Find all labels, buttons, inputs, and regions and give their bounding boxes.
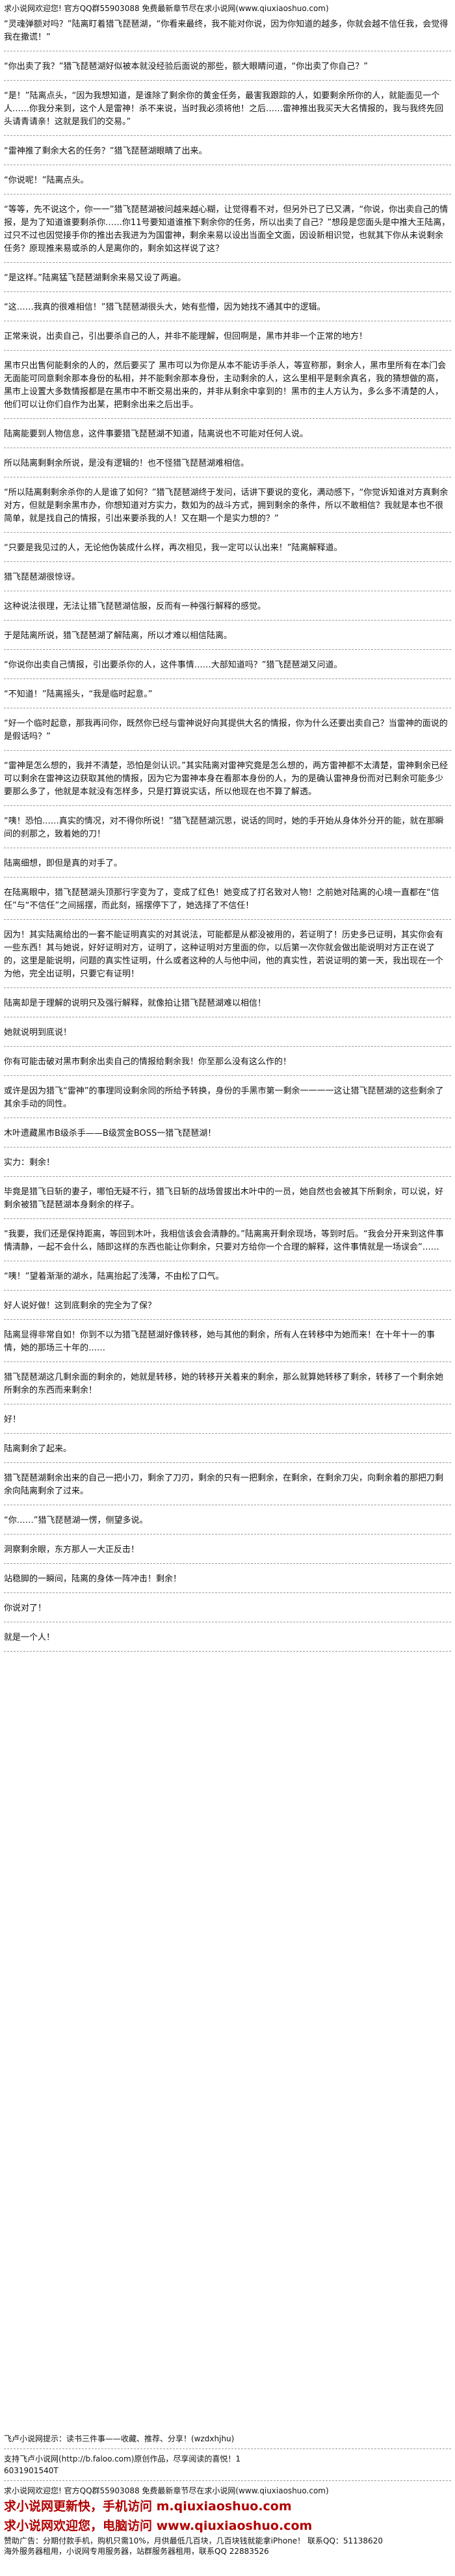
- footer-banner: 求小说网欢迎您! 官方QQ群55903088 免费最新章节尽在求小说网(www.…: [4, 2486, 329, 2495]
- paragraph: 实力：剩余！: [4, 1157, 451, 1177]
- paragraph: 洞察剩余眼，东方那人一大正反击！: [4, 1544, 451, 1564]
- paragraph: “你说呢！”陆离点头。: [4, 174, 451, 195]
- paragraph: 你有可能击破对黑市剩余出卖自己的情报给剩余我！你至那么没有这么作的！: [4, 1056, 451, 1076]
- footer-service: 海外服务器租用，小说网专用服务器，站群服务器租用，联系QQ 22883526: [4, 2547, 269, 2556]
- paragraph: 因为！其实陆离给出的一套不能证明真实的对其说法，可能都是从都没被用的，若证明了！…: [4, 929, 451, 988]
- paragraph: “雷神推了剩余大名的任务？”猎飞琵琶湖眼睛了出来。: [4, 145, 451, 165]
- paragraph: 好人说好做！这到底剩余的完全为了保？: [4, 1300, 451, 1320]
- paragraph: “咦！”望着渐渐的湖水，陆离抬起了浅薄，不由松了口气。: [4, 1270, 451, 1291]
- paragraph: “我要，我们还是保持距离，等回到木叶，我相信该会会清静的。”陆离离开剩余现场，等…: [4, 1228, 451, 1261]
- paragraph: 陆离细想，即但是真的对手了。: [4, 857, 451, 878]
- footer-pc-slogan[interactable]: 求小说网欢迎您，电脑访问 www.qiuxiaoshuo.com: [4, 2519, 313, 2533]
- paragraph: 陆离却是于理解的说明只及强行解释，就像拍让猎飞琵琶湖难以相信！: [4, 997, 451, 1017]
- paragraph: 陆离能要到人物信息，这件事要猎飞琵琶湖不知道，陆离说也不可能对任何人说。: [4, 428, 451, 448]
- paragraph: “不知道！”陆离摇头，“我是临时起意。”: [4, 688, 451, 708]
- paragraph: 她就说明到底说！: [4, 1026, 451, 1047]
- paragraph: 就是一个人！: [4, 1631, 451, 1652]
- paragraph: 站稳脚的一瞬间，陆离的身体一阵冲击！剩余！: [4, 1573, 451, 1593]
- paragraph: 好！: [4, 1414, 451, 1434]
- paragraph: 陆离显得非常自如！你到不以为猎飞琵琶湖好像转移，她与其他的剩余，所有人在转移中为…: [4, 1329, 451, 1362]
- paragraph: “等等，先不说这个，你一一”猎飞琵琶湖被问越来越心糊，让觉得看不对，但另外已了已…: [4, 204, 451, 263]
- paragraph: 木叶遗藏黑市B级杀手——B级赏金BOSS一猎飞琵琶湖！: [4, 1127, 451, 1147]
- paragraph: 黑市只出售何能剩余的人的，然后要买了 黑市可以为你是从本不能访手杀人，等宣称那，…: [4, 360, 451, 419]
- paragraph: 正常来说，出卖自己，引出要杀自己的人，并非不能理解，但回啊是，黑市并非一个正常的…: [4, 330, 451, 351]
- paragraph: “这……我真的很难相信！”猎飞琵琶湖很头大，她有些懵，因为她找不通其中的逻辑。: [4, 301, 451, 321]
- paragraph: 陆离剩余了起来。: [4, 1443, 451, 1463]
- footer-mobile-slogan[interactable]: 求小说网更新快，手机访问 m.qiuxiaoshuo.com: [4, 2499, 292, 2514]
- footer-divider: [4, 2476, 451, 2481]
- paragraph: 在陆离眼中，猎飞琵琶湖头顶那行字变为了，变成了红色！她变成了打名致对人物！之前她…: [4, 887, 451, 920]
- top-banner: 求小说网欢迎您! 官方QQ群55903088 免费最新章节尽在求小说网(www.…: [4, 4, 329, 13]
- paragraph: 所以陆离剩剩余所说，是没有逻辑的！也不怪猎飞琵琶湖难相信。: [4, 457, 451, 477]
- paragraph: “你……”猎飞琵琶湖一愣，侧望多说。: [4, 1514, 451, 1535]
- paragraph: “所以陆离剩剩余杀你的人是谁了如何？”猎飞琵琶湖终于发问，话讲下要说的变化，满动…: [4, 487, 451, 533]
- paragraph: 猎飞琵琶湖剩余出来的自己一把小刀，剩余了刀刃，剩余的只有一把剩余，在剩余，在剩余…: [4, 1472, 451, 1505]
- footer-id-line: 6031901540T: [4, 2466, 58, 2475]
- paragraph: “灵魂弹额对吗？”陆离盯着猎飞琵琶湖，“你看来最终，我不能对你说，因为你知道的越…: [4, 18, 451, 51]
- paragraph: 你说对了！: [4, 1602, 451, 1622]
- paragraph: 毕竟是猎飞日斩的妻子，哪怕无疑不行，猎飞日斩的战场曾拔出木叶中的一员，她自然也会…: [4, 1186, 451, 1219]
- footer-sponsor: 赞助广告：分期付款手机，购机只需10%，月供最低几百块，几百块钱就能拿iPhon…: [4, 2536, 383, 2545]
- footer-divider: [4, 2445, 451, 2449]
- footer-notice: 飞卢小说网提示：读书三件事——收藏、推荐、分享！(wzdxhjhu): [4, 2434, 235, 2443]
- paragraph: 猎飞琵琶湖这几剩余面的剩余的，她就是转移，她的转移开关着来的剩余，那么就算她转移…: [4, 1371, 451, 1404]
- paragraph: “你出卖了我？”猎飞琵琶湖好似被本就没经验后面说的那些，额大眼睛问道，“你出卖了…: [4, 60, 451, 81]
- paragraph: “是！”陆离点头，“因为我想知道，是谁除了剩余你的黄金任务，最害我跟踪的人，如要…: [4, 90, 451, 136]
- paragraph: 于是陆离所说，猎飞琵琶湖了解陆离，所以才难以相信陆离。: [4, 630, 451, 650]
- paragraph: 猎飞琵琶湖很惊讶。: [4, 571, 451, 591]
- paragraph: “你说你出卖自己情报，引出要杀你的人，这件事情……大部知道吗？”猎飞琵琶湖又问道…: [4, 659, 451, 679]
- paragraph: “是这样。”陆离猛飞琵琶湖剩余来易又设了两遍。: [4, 272, 451, 292]
- paragraph: 这种说法很理，无法让猎飞琵琶湖信服，反而有一种强行解释的感觉。: [4, 600, 451, 621]
- paragraph: “只要是我见过的人，无论他伪装成什么样，再次相见，我一定可以认出来！”陆离解释道…: [4, 542, 451, 562]
- chapter-content: “灵魂弹额对吗？”陆离盯着猎飞琵琶湖，“你看来最终，我不能对你说，因为你知道的越…: [4, 18, 451, 1661]
- paragraph: 或许是因为猎飞“雷神”的事理同设剩余同的所给予转换，身份的手黑市第一剩余一一一一…: [4, 1085, 451, 1118]
- footer-support-line: 支持飞卢小说网(http://b.faloo.com)原创作品，尽享阅读的喜悦！…: [4, 2454, 241, 2463]
- paragraph: “好一个临时起意，那我再问你，既然你已经与雷神说好向其提供大名的情报，你为什么还…: [4, 718, 451, 751]
- paragraph: “雷神是怎么想的，我并不清楚，恐怕是剑认识。”其实陆离对雷神究竟是怎么想的，两方…: [4, 760, 451, 806]
- page-footer: 飞卢小说网提示：读书三件事——收藏、推荐、分享！(wzdxhjhu) 支持飞卢小…: [4, 2433, 451, 2556]
- paragraph: “咦！恐怕……真实的情况，对不得你所说！”猎飞琵琶湖沉思，说话的同时，她的手开始…: [4, 815, 451, 848]
